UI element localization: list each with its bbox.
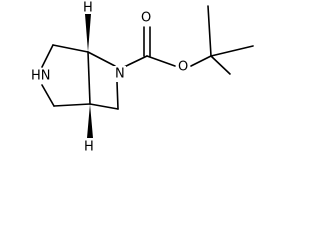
atom-label-ester-o: O [178, 60, 188, 75]
atom-label-stereo-h-bottom: H [84, 140, 94, 155]
bond-c1-n6 [87, 51, 116, 67]
atom-label-carbonyl-o: O [141, 11, 151, 26]
bond-n6-carbonyl-c [123, 55, 148, 68]
bond-tbu-down [210, 55, 231, 75]
bond-carbonyl-c-ester-o [146, 55, 176, 67]
bond-n6-c7 [116, 81, 119, 110]
atom-label-azetidine-n: N [115, 67, 125, 82]
bond-c4-c5 [53, 103, 91, 107]
atom-label-stereo-h-top: H [83, 1, 93, 16]
bond-tbu-right [210, 45, 254, 57]
bond-c7-c5 [89, 103, 119, 110]
bond-c1-c5 [87, 51, 91, 105]
bond-n3-c4 [41, 84, 55, 107]
stereo-wedge-bottom [87, 104, 93, 138]
bond-ester-o-quat-c [190, 55, 212, 67]
stereo-wedge-top [85, 14, 91, 52]
bond-c2-n3 [41, 44, 54, 68]
molecule-structure: HN N O O H H [31, 0, 254, 155]
bond-tbu-up [207, 5, 212, 57]
bond-c2-c1 [52, 44, 89, 53]
atom-label-amine-nh: HN [31, 69, 51, 84]
